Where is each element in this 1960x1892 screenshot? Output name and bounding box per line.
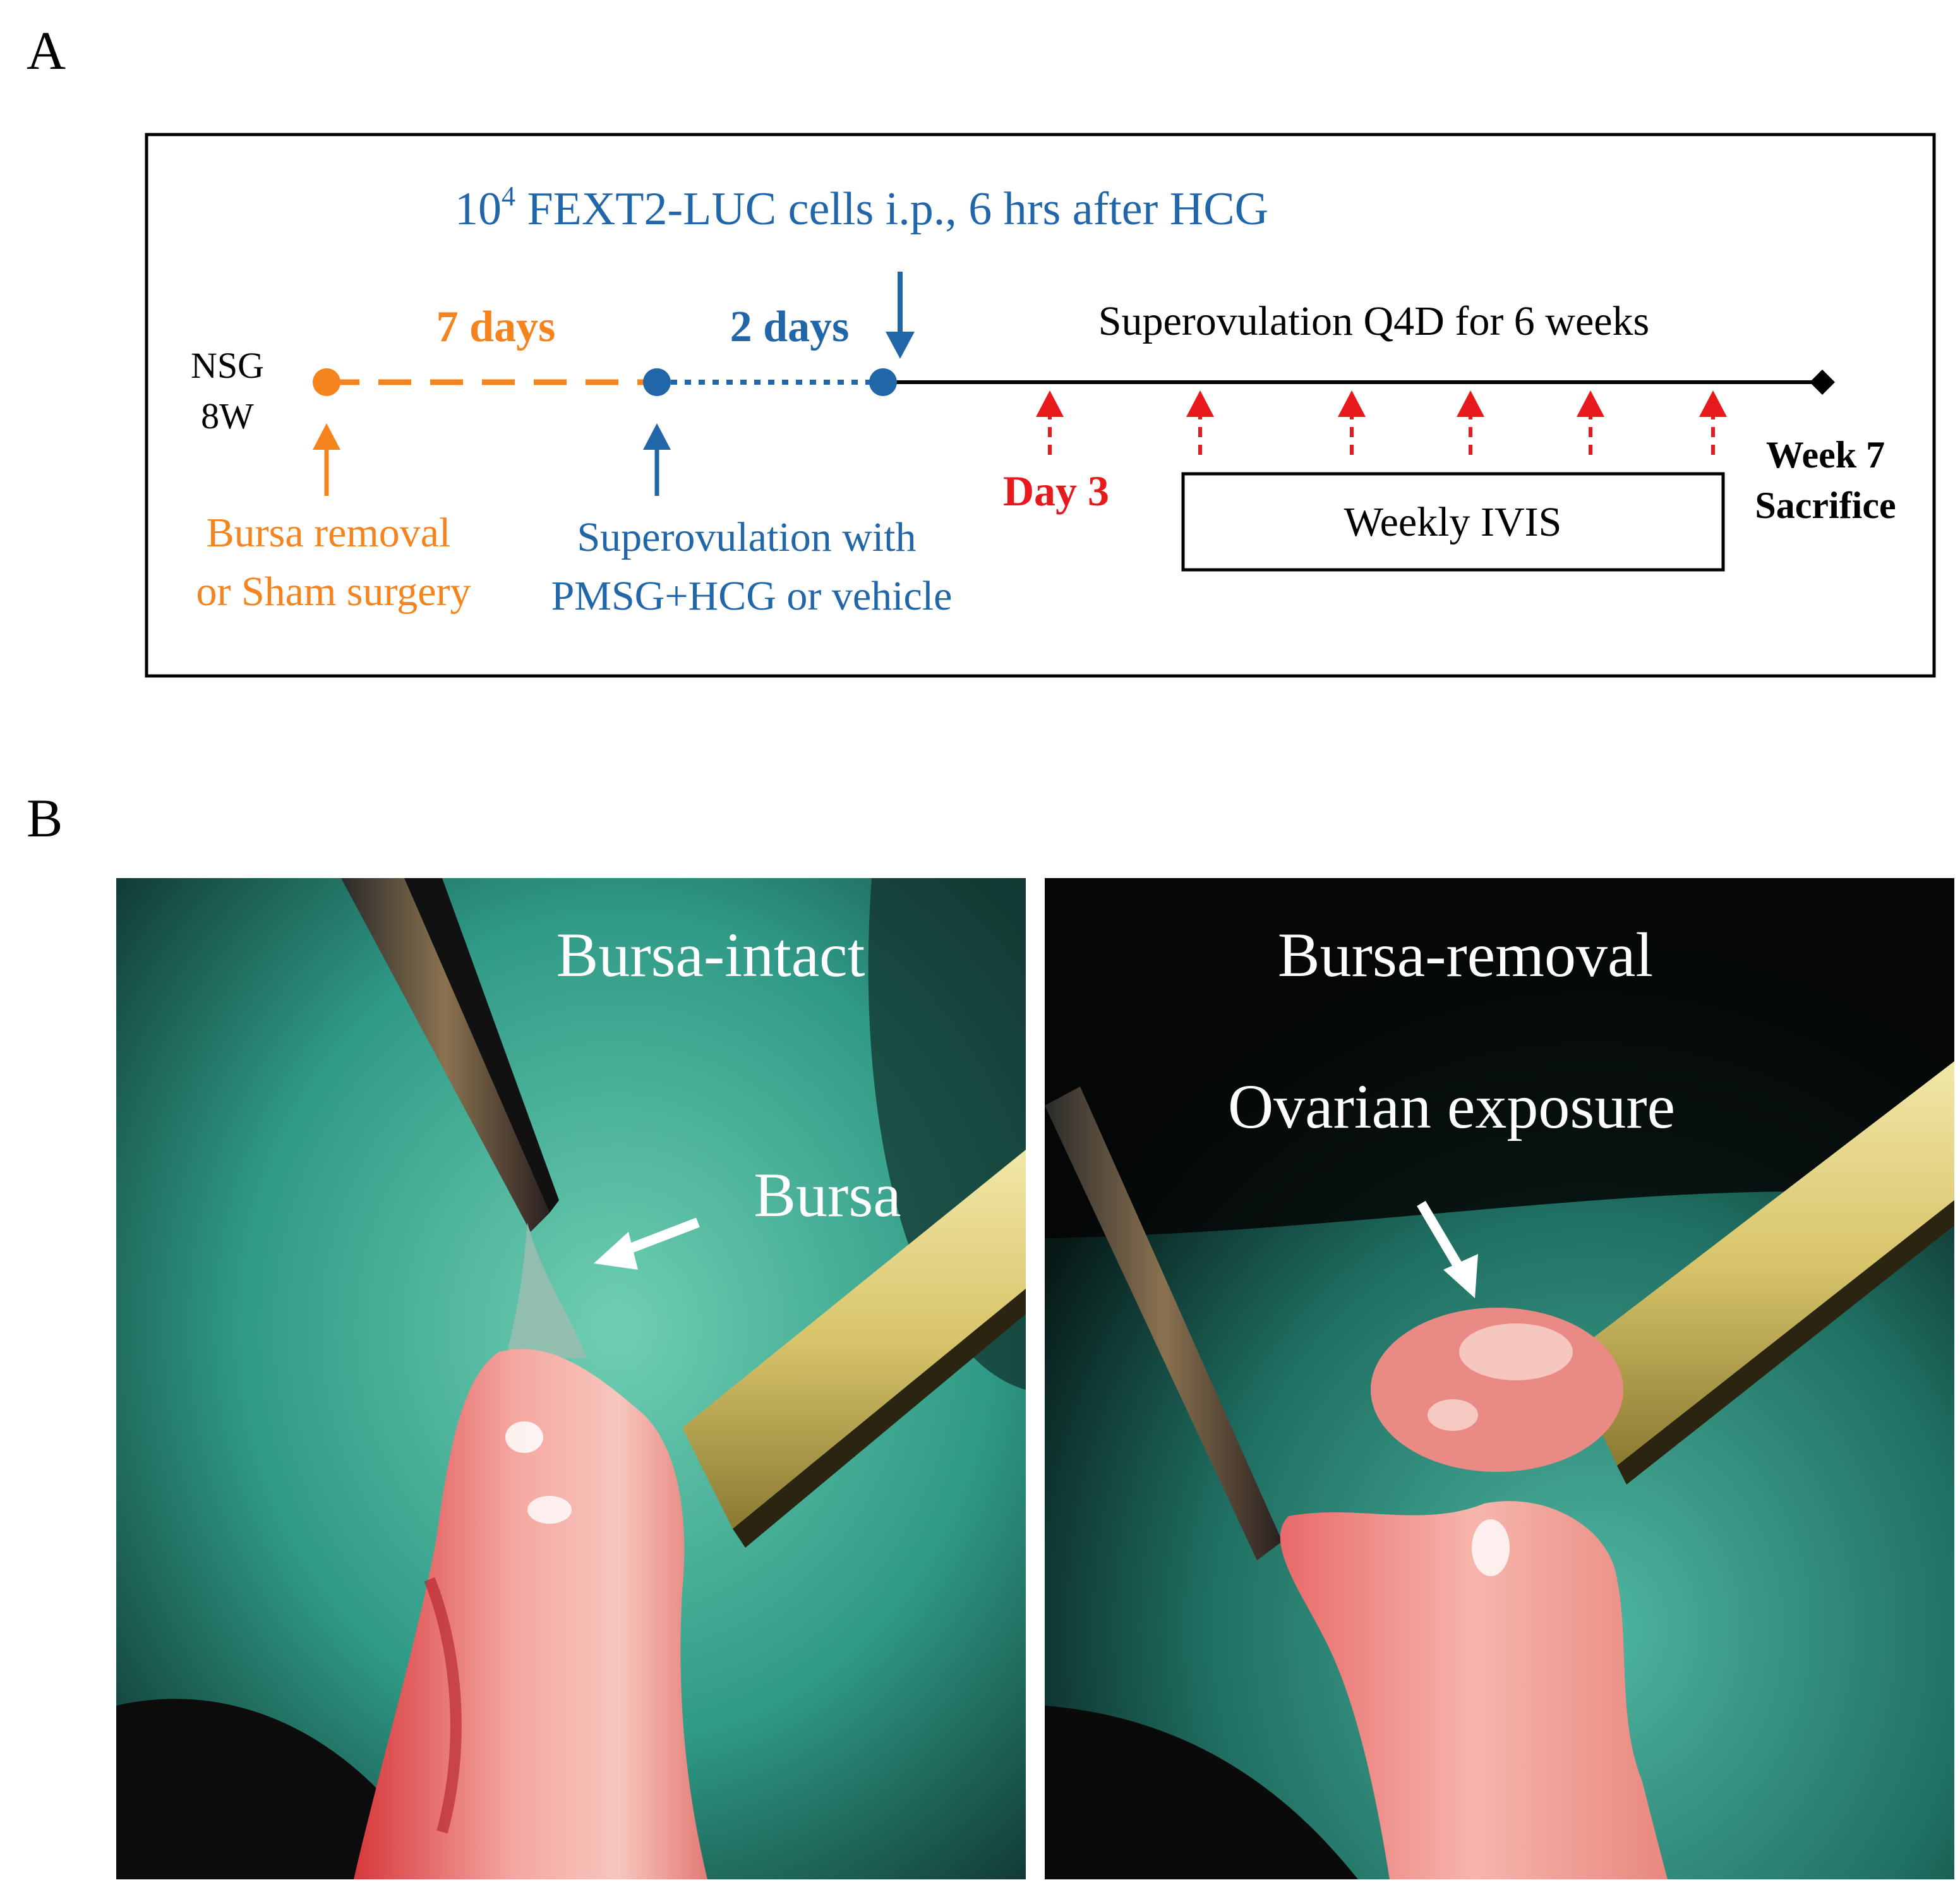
weekly-ivis-box [1181,472,1725,572]
ovarian-exposure-arrow [1417,1200,1478,1298]
panel-a-label: A [27,20,66,81]
timepoint-surgery [313,368,340,396]
timepoint-injection [869,368,897,396]
surgery-label-line1: Bursa removal [207,510,451,556]
photo-bursa-intact [116,878,1026,1879]
day-3-label: Day 3 [1003,467,1109,515]
dose-arrow [1457,390,1484,455]
superovulation-label-line1: Superovulation with [577,514,916,560]
surgery-label-line2: or Sham surgery [196,569,471,615]
panel-b-label: B [27,788,63,848]
dose-arrow [1338,390,1366,455]
treatment-label: Superovulation Q4D for 6 weeks [1098,298,1650,344]
surgery-arrow [313,423,340,496]
timeline-end-diamond [1810,370,1835,395]
mouse-strain-label: NSG [191,345,264,386]
photo-bursa-removal [1045,878,1954,1879]
interval-7-days: 7 days [436,303,556,351]
ovarian-exposure-label: Ovarian exposure [1228,1071,1675,1142]
dose-arrow [1699,390,1727,455]
superovulation-dose-arrows [1036,390,1727,455]
end-sacrifice-label: Sacrifice [1755,485,1896,526]
end-week-label: Week 7 [1766,434,1885,476]
bursa-removal-title: Bursa-removal [1278,920,1653,990]
superovulation-arrow [643,423,671,496]
weekly-ivis-label: Weekly IVIS [1344,499,1562,545]
bursa-pointer-arrow [594,1217,700,1270]
dose-arrow [1577,390,1604,455]
bursa-label: Bursa [754,1160,901,1230]
mouse-age-label: 8W [201,395,254,437]
superovulation-label-line2: PMSG+HCG or vehicle [551,573,953,619]
bursa-intact-title: Bursa-intact [556,920,865,990]
injection-label: 104 FEXT2-LUC cells i.p., 6 hrs after HC… [455,181,1268,235]
interval-2-days: 2 days [730,303,850,351]
timeline-frame [145,133,1936,678]
dose-arrow [1036,390,1064,455]
timepoint-superovulation [643,368,671,396]
dose-arrow [1186,390,1214,455]
injection-arrow [886,272,915,359]
